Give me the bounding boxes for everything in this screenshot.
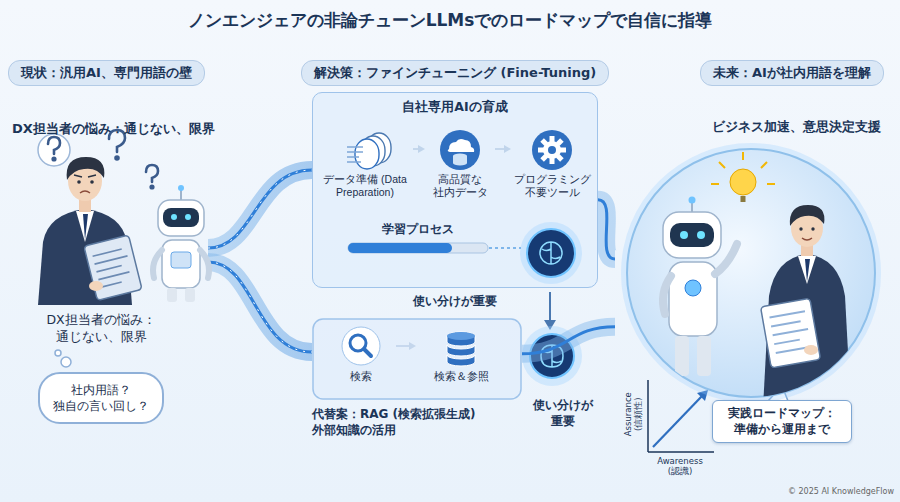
robot xyxy=(153,185,209,302)
flow-connector xyxy=(598,200,615,259)
down-arrow xyxy=(544,292,556,330)
axis-label: Awareness (認識) xyxy=(646,456,714,476)
section-note: DX担当者の悩み：通じない、限界 xyxy=(12,120,252,138)
process-step: 高品質な 社内データ xyxy=(425,129,495,199)
callout-box: 実践ロードマップ： 準備から運用まで xyxy=(712,400,852,443)
process-step: 検索＆参照 xyxy=(416,326,506,383)
node-text: 現状：汎用AI、専門用語の壁 xyxy=(21,64,192,82)
section-header: 解決策：ファインチューニング (Fine-Tuning) xyxy=(301,60,609,86)
node-text: 解決策：ファインチューニング (Fine-Tuning) xyxy=(314,64,596,82)
axis-label: Assurance (信頼性) xyxy=(623,383,643,445)
flow-glow xyxy=(598,200,615,259)
progress-step: 学習プロセス xyxy=(343,221,493,257)
flow-connector xyxy=(522,327,615,354)
shape-art xyxy=(317,129,413,173)
node-text: 高品質な 社内データ xyxy=(425,173,495,199)
section-header: 未来：AIが社内用語を理解 xyxy=(700,60,884,86)
flow-glow xyxy=(522,327,615,354)
shape-art xyxy=(615,118,887,400)
diagram-title: ノンエンジェアの非論チューンLLMsでのロードマップで自信に指導 xyxy=(0,9,900,32)
note-text: 使い分けが重要 xyxy=(395,293,515,310)
process-step: 検索 xyxy=(326,326,396,383)
node-text: ビジネス加速、意思決定支援 xyxy=(615,118,887,136)
watermark: © 2025 AI KnowledgeFlow xyxy=(770,487,894,496)
node-text: 未来：AIが社内用語を理解 xyxy=(713,64,871,82)
node-text: データ準備 (Data Preparation) xyxy=(317,173,413,199)
connector-line xyxy=(522,327,615,354)
shape-art xyxy=(326,326,396,370)
note-text: 使い分けが 重要 xyxy=(526,398,600,429)
future-circle: ビジネス加速、意思決定支援 xyxy=(615,118,887,400)
node-text: 自社専用AIの育成 xyxy=(313,93,597,116)
process-step: プログラミング 不要ツール xyxy=(511,129,593,199)
rag-panel: 代替案：RAG (検索拡張生成) 外部知識の活用 検索 検索＆参照 xyxy=(312,318,522,446)
node-text: プログラミング 不要ツール xyxy=(511,173,593,199)
process-step: データ準備 (Data Preparation) xyxy=(317,129,413,199)
worried-person xyxy=(38,157,142,305)
shape-art xyxy=(425,129,495,173)
section-header: 現状：汎用AI、専門用語の壁 xyxy=(8,60,205,86)
node-text: 検索 xyxy=(326,370,396,383)
bubble-tail xyxy=(55,350,71,367)
flow-ribbon xyxy=(208,170,312,352)
process-panel: 自社専用AIの育成データ準備 (Data Preparation) 高品質な 社内… xyxy=(312,92,598,288)
shape-art xyxy=(312,318,522,400)
node-text: 実践ロードマップ： 準備から運用まで xyxy=(719,406,845,437)
node-text: 社内用語？ 独自の言い回し？ xyxy=(48,382,154,414)
node-text: 学習プロセス xyxy=(343,221,493,238)
node-text: 検索＆参照 xyxy=(416,370,506,383)
shape-art xyxy=(416,326,506,370)
node-text: 代替案：RAG (検索拡張生成) 外部知識の活用 xyxy=(312,406,512,438)
shape-art xyxy=(511,129,593,173)
speech-bubble: 社内用語？ 独自の言い回し？ xyxy=(38,372,164,424)
connector-line xyxy=(598,200,615,259)
question-marks xyxy=(38,130,158,188)
caption-text: DX担当者の悩み： 通じない、限界 xyxy=(26,312,176,346)
